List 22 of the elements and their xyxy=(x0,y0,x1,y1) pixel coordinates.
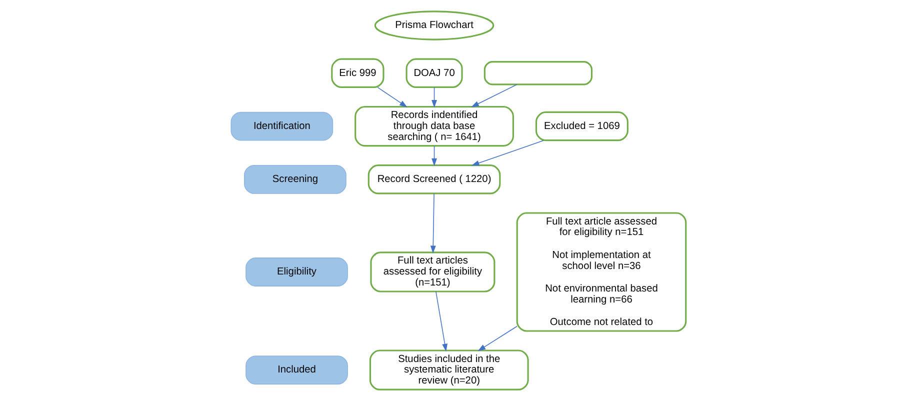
node-box xyxy=(483,61,592,86)
node-box: Screening xyxy=(244,164,346,194)
arrow xyxy=(430,193,436,254)
node-box: Full text articles assessed for eligibility (n=151) xyxy=(370,252,495,292)
node-box: Record Screened ( 1220) xyxy=(367,164,500,194)
arrow xyxy=(470,140,544,166)
node-box: Eric 999 xyxy=(330,58,384,88)
arrow xyxy=(431,146,437,166)
node-box: Records indentified through data base searching ( n= 1641) xyxy=(354,106,514,147)
node-box: Identification xyxy=(230,112,333,141)
arrow xyxy=(470,84,517,108)
arrow xyxy=(435,291,448,352)
node-ellipse: Prisma Flowchart xyxy=(374,10,494,40)
node-box: Excluded = 1069 xyxy=(534,111,628,142)
node-box: Included xyxy=(245,356,348,384)
arrow xyxy=(376,86,407,108)
node-box: Studies included in the systematic literature review (n=20) xyxy=(368,350,528,390)
node-box: DOAJ 70 xyxy=(405,58,462,88)
node-box: Eligibility xyxy=(245,258,348,286)
arrow xyxy=(431,87,437,108)
arrow xyxy=(477,326,517,352)
node-box: Full text article assessed for eligibility n=151 Not implementation at school level n=36 Not environmental based learning n=66 Outcome not related to xyxy=(516,212,686,332)
